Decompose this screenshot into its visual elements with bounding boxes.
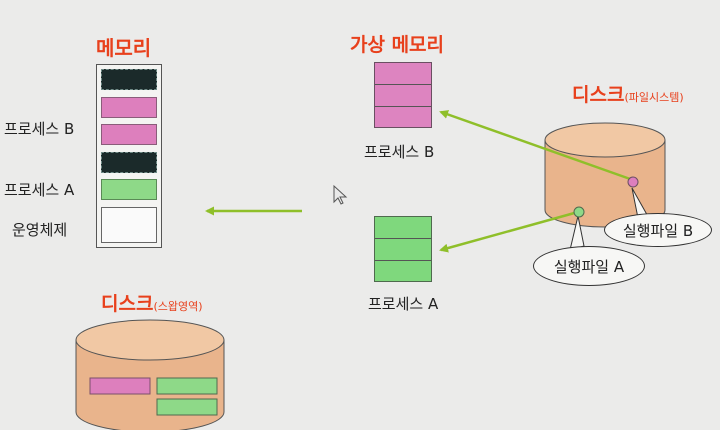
- exec-file-b-label: 실행파일 B: [622, 221, 694, 240]
- memory-label-os: 운영체제: [12, 221, 68, 239]
- arrow-exec-a-to-virtual-a: [439, 210, 579, 253]
- disk-swap-title: 디스크(스왑영역): [101, 289, 203, 316]
- memory-label-process-b: 프로세스 B: [4, 120, 75, 138]
- virtual-memory-label-process-b: 프로세스 B: [364, 143, 435, 161]
- memory-block-process-b: [101, 97, 157, 118]
- disk-fs-title-text: 디스크: [572, 84, 625, 106]
- memory-label-process-a: 프로세스 A: [4, 181, 75, 199]
- callout-exec-file-a: 실행파일 A: [533, 246, 645, 286]
- memory-title: 메모리: [96, 36, 152, 60]
- exec-file-a-dot: [573, 206, 585, 218]
- exec-file-a-label: 실행파일 A: [553, 257, 625, 276]
- memory-block-process-a: [101, 179, 157, 200]
- cursor-icon: [333, 184, 348, 205]
- page-segment: [375, 85, 431, 107]
- virtual-memory-process-b: [374, 62, 432, 128]
- memory-block-used: [101, 152, 157, 173]
- virtual-memory-label-process-a: 프로세스 A: [368, 295, 439, 313]
- disk-swap-subtitle: (스왑영역): [153, 300, 203, 313]
- exec-file-b-dot: [627, 176, 639, 188]
- disk-fs-title: 디스크(파일시스템): [572, 80, 684, 107]
- virtual-memory-title: 가상 메모리: [350, 34, 445, 56]
- swap-block-process-b: [89, 377, 151, 395]
- virtual-memory-process-a: [374, 216, 432, 282]
- disk-fs-cylinder: [544, 122, 666, 228]
- callout-exec-file-b: 실행파일 B: [604, 213, 712, 247]
- page-segment: [375, 217, 431, 239]
- disk-fs-subtitle: (파일시스템): [624, 91, 684, 104]
- swap-block-process-a: [156, 377, 218, 395]
- physical-memory-column: [96, 64, 162, 248]
- memory-block-os: [101, 207, 157, 243]
- page-segment: [375, 63, 431, 85]
- page-segment: [375, 239, 431, 261]
- disk-swap-title-text: 디스크: [101, 293, 154, 315]
- disk-swap-cylinder: [75, 319, 225, 430]
- swap-block-process-a: [156, 398, 218, 416]
- arrow-exec-b-to-virtual-b: [439, 110, 634, 182]
- memory-block-process-b: [101, 124, 157, 145]
- memory-block-used: [101, 69, 157, 90]
